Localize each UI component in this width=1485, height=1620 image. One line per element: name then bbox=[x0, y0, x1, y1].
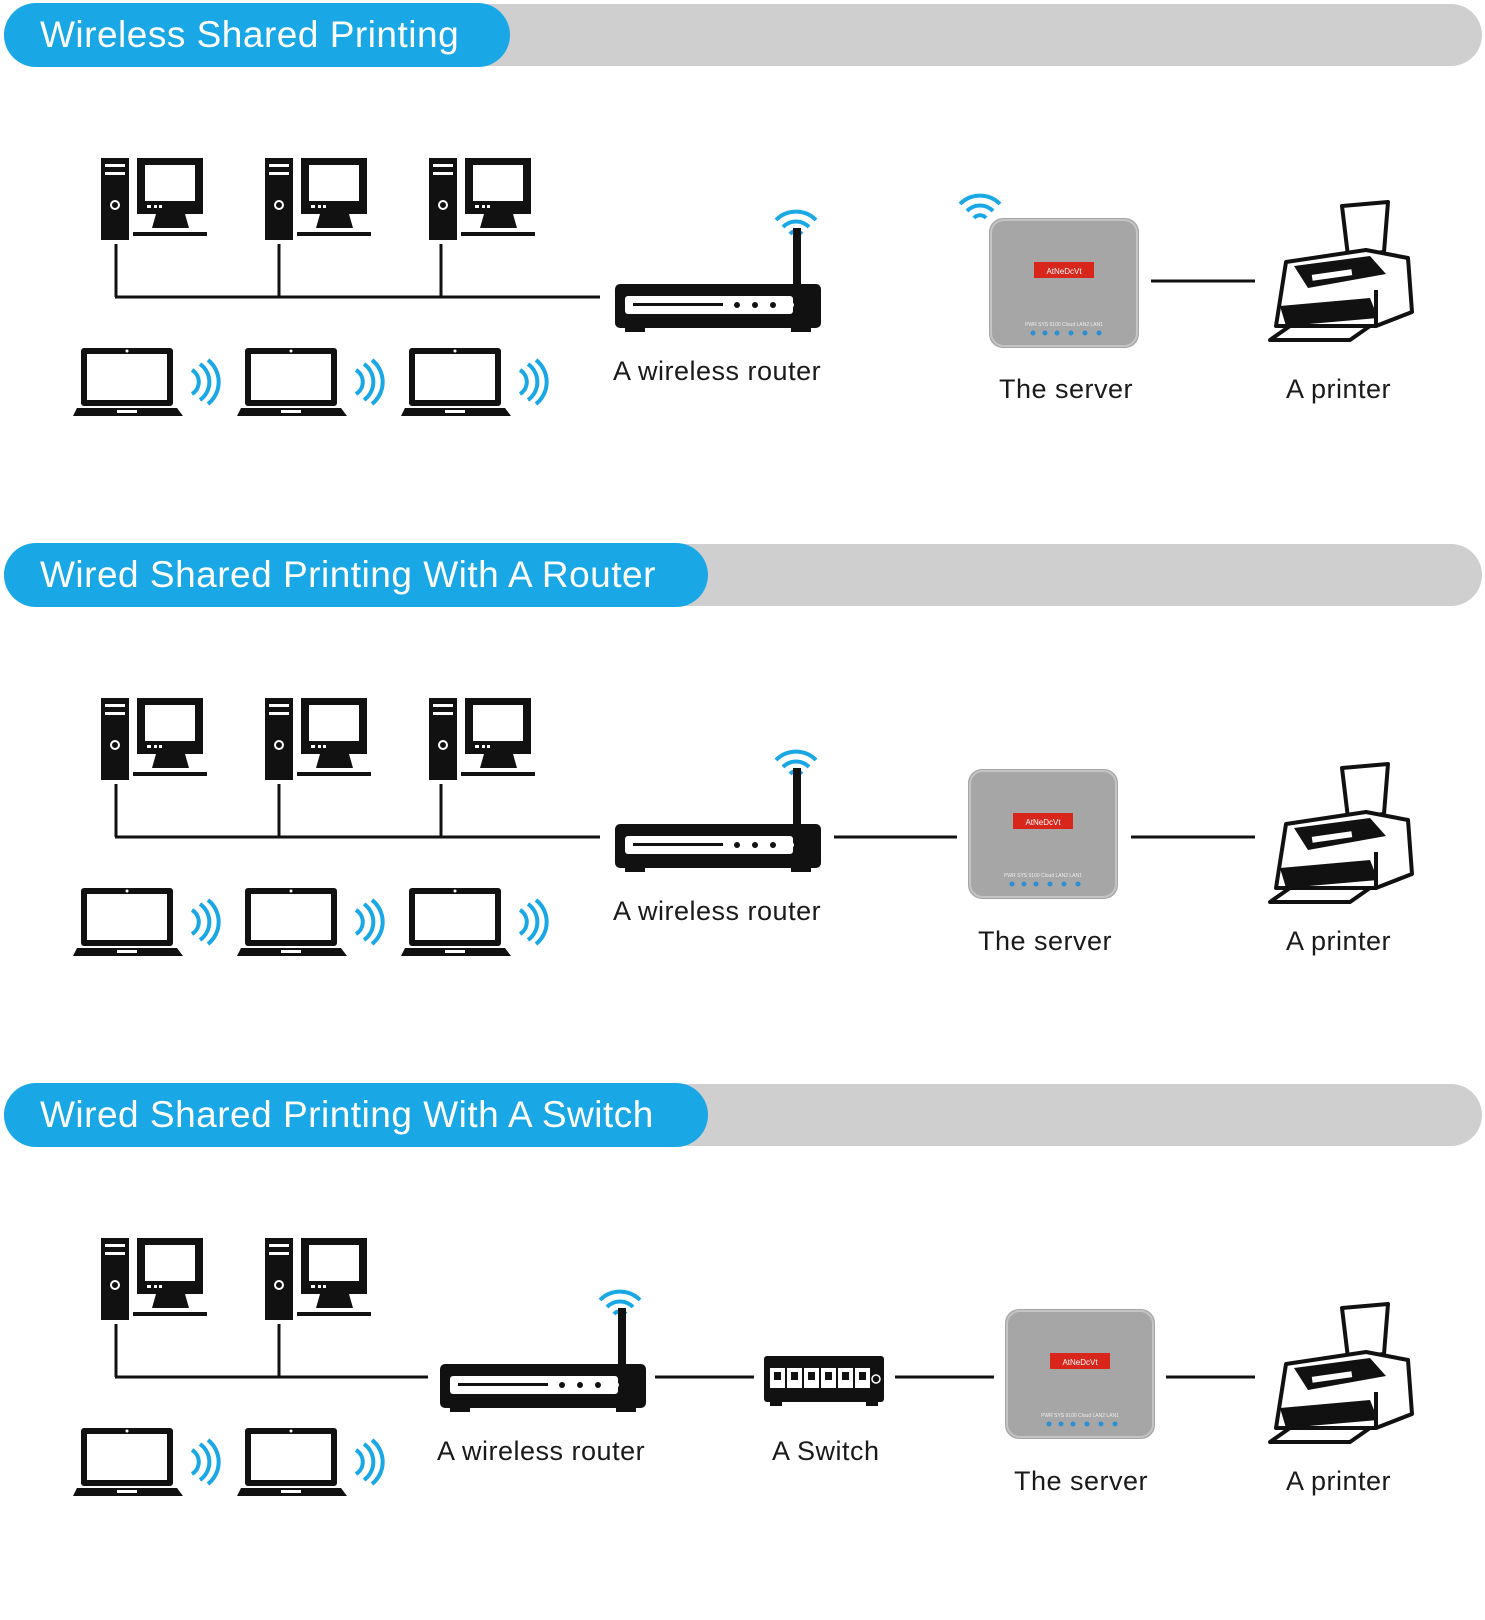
section-wired-printing-router: Wired Shared Printing With A Router A wi… bbox=[0, 540, 1485, 1080]
router-icon bbox=[615, 228, 821, 332]
router-icon bbox=[440, 1308, 646, 1412]
wireless-signal-icon bbox=[958, 193, 1002, 220]
desktop-computer-icon bbox=[100, 157, 208, 241]
section-wired-printing-switch: Wired Shared Printing With A Switch A wi… bbox=[0, 1080, 1485, 1620]
laptop-icon bbox=[237, 348, 347, 416]
printer-label: A printer bbox=[1286, 926, 1392, 956]
router-label: A wireless router bbox=[437, 1436, 646, 1466]
ethernet-cable bbox=[114, 784, 1255, 839]
router-icon bbox=[615, 768, 821, 872]
printer-icon bbox=[1268, 1302, 1414, 1444]
desktop-computer-icon bbox=[428, 157, 536, 241]
section-wireless-shared-printing: Wireless Shared Printing A wireless rout… bbox=[0, 0, 1485, 540]
wireless-signal-icon bbox=[190, 1438, 221, 1486]
wireless-signal-icon bbox=[190, 898, 221, 946]
ethernet-cable bbox=[114, 244, 600, 299]
desktop-computer-icon bbox=[100, 1237, 208, 1321]
desktop-computer-icon bbox=[264, 697, 372, 781]
network-diagram bbox=[73, 697, 1414, 956]
laptop-icon bbox=[73, 1428, 183, 1496]
printer-label: A printer bbox=[1286, 1466, 1392, 1496]
desktop-computer-icon bbox=[428, 697, 536, 781]
wireless-signal-icon bbox=[354, 358, 385, 406]
router-label: A wireless router bbox=[613, 896, 822, 926]
laptop-icon bbox=[73, 348, 183, 416]
ethernet-cable bbox=[114, 1324, 1255, 1379]
desktop-computer-icon bbox=[264, 1237, 372, 1321]
network-diagram bbox=[73, 157, 1414, 416]
server-label: The server bbox=[978, 926, 1113, 956]
print-server-icon bbox=[1004, 1308, 1156, 1440]
section-title: Wired Shared Printing With A Switch bbox=[4, 1083, 708, 1147]
wireless-signal-icon bbox=[518, 898, 549, 946]
server-label: The server bbox=[1014, 1466, 1149, 1496]
print-server-icon bbox=[988, 217, 1140, 349]
laptop-icon bbox=[401, 348, 511, 416]
laptop-icon bbox=[401, 888, 511, 956]
laptop-icon bbox=[237, 888, 347, 956]
wireless-signal-icon bbox=[190, 358, 221, 406]
printer-icon bbox=[1268, 200, 1414, 342]
switch-label: A Switch bbox=[772, 1436, 880, 1466]
wireless-signal-icon bbox=[354, 898, 385, 946]
switch-icon bbox=[763, 1355, 885, 1407]
laptop-icon bbox=[237, 1428, 347, 1496]
wireless-signal-icon bbox=[518, 358, 549, 406]
section-title: Wireless Shared Printing bbox=[4, 3, 510, 67]
section-title: Wired Shared Printing With A Router bbox=[4, 543, 708, 607]
print-server-icon bbox=[967, 768, 1119, 900]
printer-label: A printer bbox=[1286, 374, 1392, 404]
network-diagram bbox=[73, 1237, 1414, 1496]
printer-icon bbox=[1268, 762, 1414, 904]
server-label: The server bbox=[999, 374, 1134, 404]
desktop-computer-icon bbox=[264, 157, 372, 241]
desktop-computer-icon bbox=[100, 697, 208, 781]
router-label: A wireless router bbox=[613, 356, 822, 386]
laptop-icon bbox=[73, 888, 183, 956]
wireless-signal-icon bbox=[354, 1438, 385, 1486]
